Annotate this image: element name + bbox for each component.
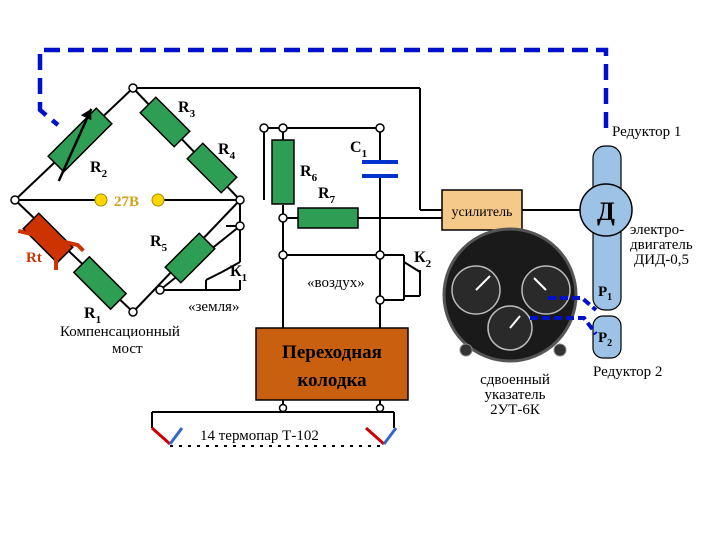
voltage-terminal-left [94, 193, 108, 207]
label-thermocouples: 14 термопар Т-102 [200, 428, 319, 444]
motor-circle [579, 183, 633, 237]
label-p2: Р2 [598, 330, 612, 349]
label-rt: Rt [26, 250, 42, 266]
switch-k2 [403, 261, 421, 297]
dual-indicator-gauge [442, 227, 578, 363]
label-r1: R1 [84, 305, 101, 326]
label-r2: R2 [90, 159, 108, 180]
transition-block [255, 327, 409, 401]
label-ground: «земля» [188, 299, 239, 315]
label-r4: R4 [218, 141, 236, 162]
label-motor-line2: двигатель [630, 237, 693, 253]
resistor-r4 [186, 142, 238, 194]
label-voltage: 27В [114, 194, 139, 210]
resistor-r1 [72, 255, 128, 311]
label-r6: R6 [300, 163, 318, 184]
label-motor-symbol: Д [597, 197, 615, 226]
thermistor-rt [17, 212, 85, 264]
label-indicator-line1: сдвоенный [480, 372, 550, 388]
amplifier-box [441, 189, 523, 231]
thermocouple-wires [151, 400, 398, 447]
label-reducer1: Редуктор 1 [612, 124, 681, 140]
right-circuit-nodes [259, 123, 385, 305]
capacitor-c1 [362, 160, 398, 178]
gauge-link-2 [530, 316, 598, 336]
resistor-r2 [47, 107, 113, 182]
resistor-r5 [164, 232, 216, 284]
label-r5: R5 [150, 233, 168, 254]
label-reducer2: Редуктор 2 [593, 364, 662, 380]
label-motor-line1: электро- [630, 222, 684, 238]
bridge-nodes [10, 83, 245, 317]
label-c1: C1 [350, 139, 367, 160]
voltage-terminal-right [151, 193, 165, 207]
label-air: «воздух» [307, 275, 365, 291]
label-r7: R7 [318, 185, 336, 206]
label-bridge-line2: мост [112, 341, 143, 357]
label-indicator-line2: указатель [485, 387, 546, 403]
label-p1: Р1 [598, 284, 612, 303]
label-block-line2: колодка [297, 370, 367, 391]
resistor-r6 [271, 139, 295, 205]
feedback-linkage [37, 47, 609, 128]
label-r3: R3 [178, 99, 196, 120]
label-k2: К2 [414, 249, 432, 270]
label-amplifier: усилитель [452, 205, 513, 220]
label-block-line1: Переходная [282, 342, 382, 363]
label-bridge-line1: Компенсационный [60, 324, 180, 340]
resistor-r3 [139, 96, 191, 148]
reducer-2 [592, 315, 622, 359]
switch-k1 [205, 271, 223, 290]
label-motor-line3: ДИД-0,5 [634, 252, 689, 268]
label-k1: К1 [230, 263, 247, 284]
thermocouple-nodes [278, 403, 385, 413]
resistor-r7 [297, 207, 359, 229]
label-indicator-line3: 2УТ-6К [490, 402, 541, 418]
